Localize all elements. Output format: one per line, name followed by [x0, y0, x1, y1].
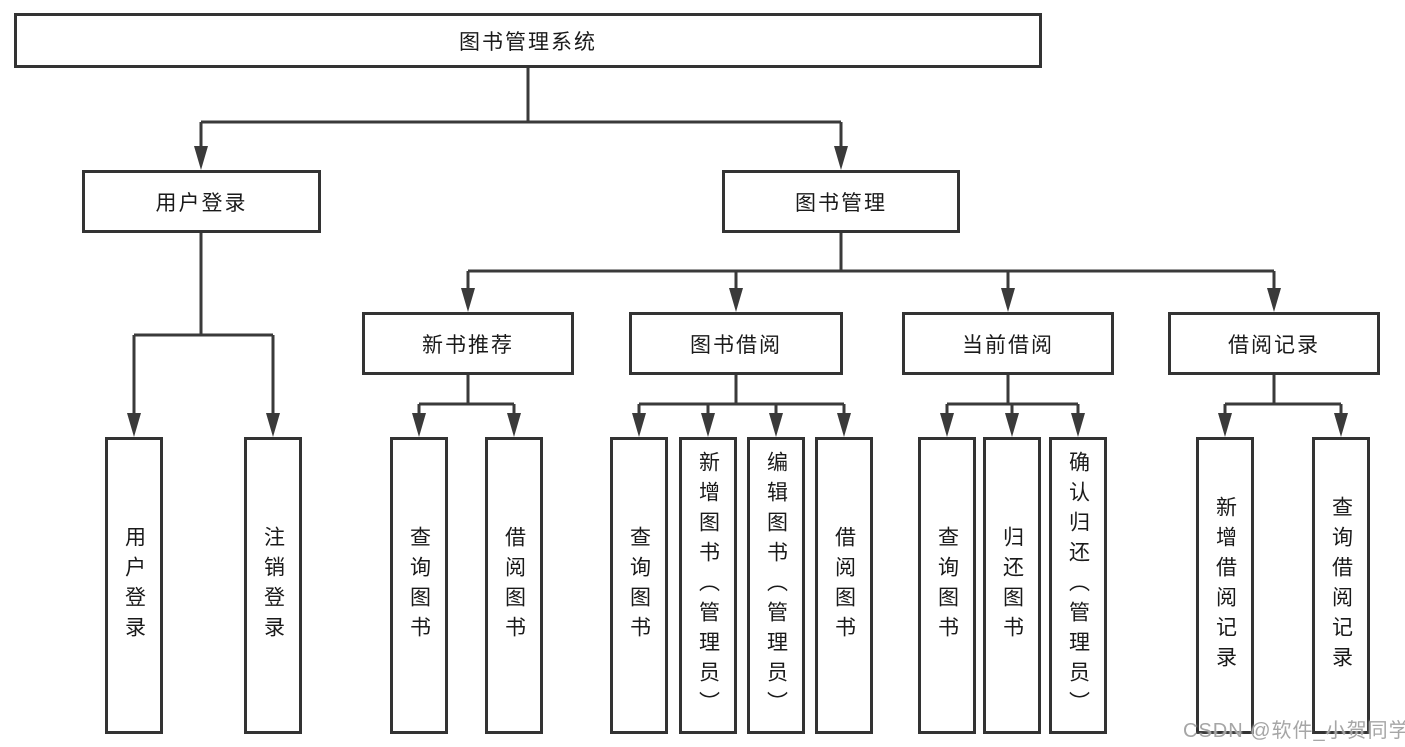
connector-bookmgmt-to-level3	[461, 233, 1281, 312]
node-book-borrow-label: 图书借阅	[690, 333, 782, 357]
node-root-system: 图书管理系统	[14, 13, 1042, 68]
node-book-management: 图书管理	[722, 170, 960, 233]
node-borrow-records-label: 借阅记录	[1228, 333, 1320, 357]
leaf-borrow-edit-books-admin: 编辑图书（管理员）	[747, 437, 805, 734]
leaf-current-query-books-label: 查询图书	[935, 525, 959, 646]
leaf-records-add-borrow-record: 新增借阅记录	[1196, 437, 1254, 734]
node-user-login-label: 用户登录	[155, 191, 248, 215]
leaf-borrow-edit-books-admin-label: 编辑图书（管理员）	[764, 450, 788, 721]
node-new-book-recommend: 新书推荐	[362, 312, 574, 375]
connector-curborrow-to-leaves	[940, 375, 1085, 437]
leaf-borrow-add-books-admin: 新增图书（管理员）	[679, 437, 737, 734]
leaf-user-login: 用户登录	[105, 437, 163, 734]
leaf-recommend-query-books: 查询图书	[390, 437, 448, 734]
leaf-recommend-query-books-label: 查询图书	[407, 525, 431, 646]
connector-userlogin-to-leaves	[127, 233, 280, 437]
leaf-logout-label: 注销登录	[261, 525, 285, 646]
connector-newrec-to-leaves	[412, 375, 521, 437]
leaf-current-return-books: 归还图书	[983, 437, 1041, 734]
leaf-current-confirm-return-admin: 确认归还（管理员）	[1049, 437, 1107, 734]
node-current-borrow: 当前借阅	[902, 312, 1114, 375]
leaf-borrow-borrow-books-label: 借阅图书	[832, 525, 856, 646]
connector-bookborrow-to-leaves	[632, 375, 851, 437]
leaf-records-query-borrow-record: 查询借阅记录	[1312, 437, 1370, 734]
leaf-borrow-query-books: 查询图书	[610, 437, 668, 734]
leaf-records-query-borrow-record-label: 查询借阅记录	[1329, 495, 1353, 676]
node-borrow-records: 借阅记录	[1168, 312, 1380, 375]
leaf-recommend-borrow-books: 借阅图书	[485, 437, 543, 734]
leaf-logout: 注销登录	[244, 437, 302, 734]
node-book-borrow: 图书借阅	[629, 312, 843, 375]
node-user-login: 用户登录	[82, 170, 321, 233]
leaf-borrow-query-books-label: 查询图书	[627, 525, 651, 646]
leaf-current-query-books: 查询图书	[918, 437, 976, 734]
leaf-current-confirm-return-admin-label: 确认归还（管理员）	[1066, 450, 1090, 721]
leaf-borrow-add-books-admin-label: 新增图书（管理员）	[696, 450, 720, 721]
node-current-borrow-label: 当前借阅	[962, 333, 1054, 357]
leaf-user-login-label: 用户登录	[122, 525, 146, 646]
leaf-borrow-borrow-books: 借阅图书	[815, 437, 873, 734]
leaf-records-add-borrow-record-label: 新增借阅记录	[1213, 495, 1237, 676]
connector-root-to-level2	[194, 68, 848, 170]
node-new-book-recommend-label: 新书推荐	[422, 333, 514, 357]
leaf-current-return-books-label: 归还图书	[1000, 525, 1024, 646]
node-book-management-label: 图书管理	[795, 191, 887, 215]
csdn-watermark: CSDN @软件_小贺同学	[1183, 720, 1405, 742]
leaf-recommend-borrow-books-label: 借阅图书	[502, 525, 526, 646]
connector-borrowrec-to-leaves	[1218, 375, 1348, 437]
node-root-label: 图书管理系统	[459, 30, 597, 54]
